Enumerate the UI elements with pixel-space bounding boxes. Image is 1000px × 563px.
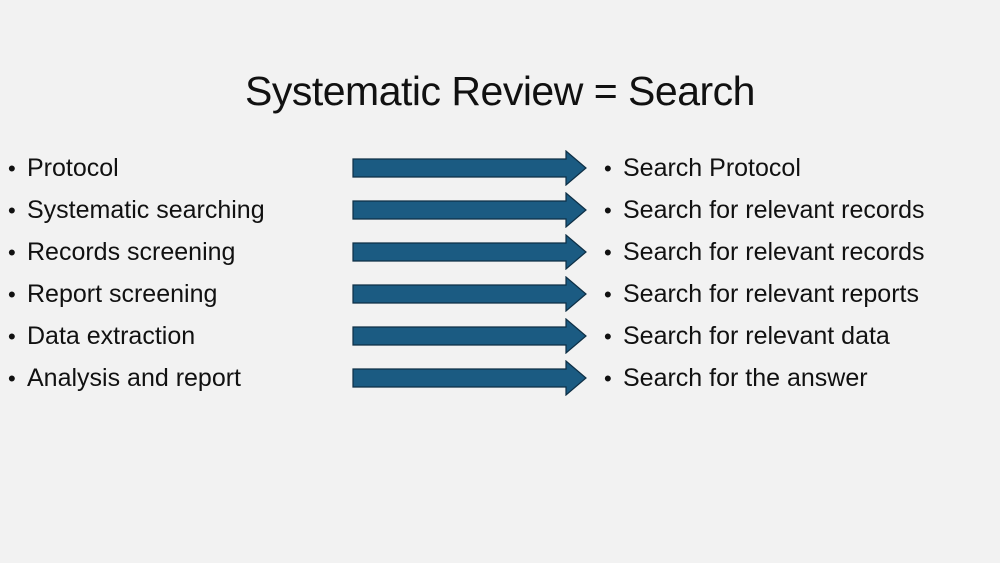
bullet: • <box>8 156 16 181</box>
bullet: • <box>604 366 612 391</box>
bullet: • <box>604 156 612 181</box>
right-item-label: Search for the answer <box>623 364 868 392</box>
bullet: • <box>604 198 612 223</box>
right-item-label: Search Protocol <box>623 154 801 182</box>
left-item-label: Report screening <box>27 280 218 308</box>
list-item: • Analysis and report <box>8 360 265 402</box>
right-item-label: Search for relevant records <box>623 238 925 266</box>
bullet: • <box>8 324 16 349</box>
right-arrow-icon <box>352 276 588 312</box>
left-bullet-list: • Protocol • Systematic searching • Records… <box>8 150 265 402</box>
list-item: • Search for the answer <box>604 360 925 402</box>
left-item-label: Analysis and report <box>27 364 242 392</box>
left-item-label: Systematic searching <box>27 196 265 224</box>
bullet: • <box>604 282 612 307</box>
right-arrow-icon <box>352 150 588 186</box>
slide-title: Systematic Review = Search <box>245 68 755 114</box>
list-item: • Search Protocol <box>604 150 925 192</box>
list-item: • Protocol <box>8 150 265 192</box>
list-item: • Search for relevant reports <box>604 276 925 318</box>
list-item: • Search for relevant records <box>604 234 925 276</box>
list-item: • Data extraction <box>8 318 265 360</box>
right-arrow-icon <box>352 234 588 270</box>
list-item: • Search for relevant records <box>604 192 925 234</box>
left-item-label: Data extraction <box>27 322 196 350</box>
bullet: • <box>604 240 612 265</box>
left-item-label: Protocol <box>27 154 119 182</box>
right-item-label: Search for relevant data <box>623 322 890 350</box>
right-arrow-icon <box>352 192 588 228</box>
bullet: • <box>8 366 16 391</box>
right-item-label: Search for relevant reports <box>623 280 919 308</box>
right-bullet-list: • Search Protocol • Search for relevant re… <box>604 150 925 402</box>
bullet: • <box>8 240 16 265</box>
right-arrow-icon <box>352 360 588 396</box>
bullet: • <box>8 282 16 307</box>
right-item-label: Search for relevant records <box>623 196 925 224</box>
arrow-column <box>352 150 588 402</box>
list-item: • Records screening <box>8 234 265 276</box>
right-arrow-icon <box>352 318 588 354</box>
list-item: • Systematic searching <box>8 192 265 234</box>
left-item-label: Records screening <box>27 238 236 266</box>
list-item: • Search for relevant data <box>604 318 925 360</box>
list-item: • Report screening <box>8 276 265 318</box>
bullet: • <box>8 198 16 223</box>
bullet: • <box>604 324 612 349</box>
